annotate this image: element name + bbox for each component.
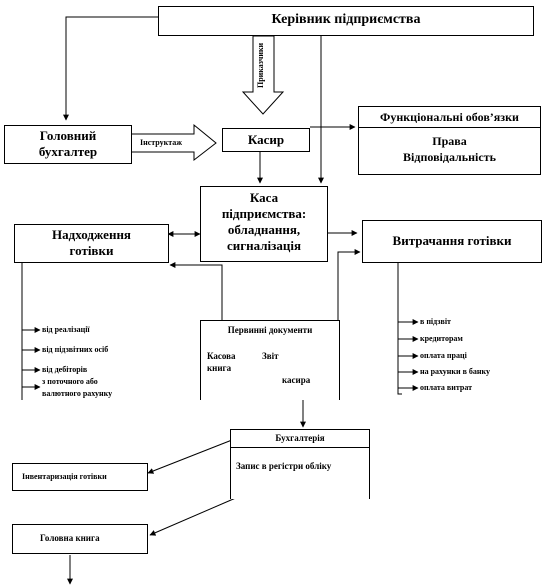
duties-divider (358, 127, 541, 128)
inventory-box (12, 463, 148, 491)
cash-desk-label-3: обладнання, (227, 222, 301, 237)
cash-income-box (14, 224, 169, 263)
cash-desk-label-1: Каса (249, 190, 279, 205)
spending-item-bank: на рахунки в банку (420, 367, 491, 376)
report-label-2: касира (282, 375, 311, 385)
primary-docs-box (200, 320, 340, 400)
income-item-debtors: від дебіторів (42, 365, 88, 374)
income-item-sales: від реалізації (42, 325, 90, 334)
general-ledger-label: Головна книга (40, 533, 100, 543)
primary-docs-label: Первинні документи (227, 325, 313, 335)
income-item-currency-account: валютного рахунку (42, 389, 113, 398)
cash-book-label-2: книга (207, 363, 232, 373)
arrow-director-to-chief (63, 16, 158, 121)
director-box (158, 6, 534, 36)
hollow-arrow-instructs (130, 123, 217, 162)
cash-book-label-1: Касова (207, 351, 236, 361)
report-label-1: Звіт (262, 351, 279, 361)
cashier-box (222, 128, 310, 152)
registers-label: Запис в регістри обліку (236, 461, 332, 471)
cash-spending-label: Витрачання готівки (392, 233, 512, 248)
arrow-docs-to-income (169, 262, 223, 320)
chief-accountant-label-1: Головний (39, 128, 97, 143)
arrow-accounting-to-ledger (149, 496, 239, 536)
spending-item-salary: оплата праці (420, 351, 467, 360)
cash-desk-label-2: підприємства: (221, 206, 307, 221)
arrow-docs-to-spending (337, 249, 361, 320)
responsibility-label: Відповідальність (403, 150, 496, 164)
chief-accountant-box (4, 125, 132, 164)
cash-income-label-1: Надходження (52, 227, 131, 242)
income-item-current-account: з поточного або (42, 377, 98, 386)
income-item-accountable: від підзвітних осіб (42, 345, 109, 354)
general-ledger-box (12, 524, 148, 554)
cash-income-label-2: готівки (69, 243, 114, 258)
accounting-box (230, 429, 370, 499)
cash-desk-box (200, 186, 328, 262)
hollow-arrow-orders (241, 35, 285, 115)
cash-desk-label-4: сигналізація (226, 238, 302, 253)
arrow-accounting-to-inventory (147, 439, 233, 474)
chief-accountant-label-2: бухгалтер (38, 144, 98, 159)
spending-branch-line (397, 262, 402, 395)
spending-item-creditors: кредиторам (420, 334, 463, 343)
orders-label: Приказчики (256, 42, 265, 88)
rights-label: Права (432, 134, 467, 148)
cash-spending-box (362, 220, 542, 263)
spending-item-expenses: оплата витрат (420, 383, 473, 392)
accounting-divider (230, 447, 370, 448)
instructs-label: Інструктаж (140, 138, 183, 147)
spending-item-accountable: в підзвіт (420, 317, 451, 326)
cashier-label: Касир (247, 132, 285, 147)
director-label: Керівник підприємства (271, 12, 421, 27)
duties-box (358, 106, 541, 175)
inventory-label: Інвентаризація готівки (22, 472, 107, 481)
accounting-label: Бухгалтерія (275, 433, 325, 443)
duties-label: Функціональні обов’язки (380, 110, 519, 124)
